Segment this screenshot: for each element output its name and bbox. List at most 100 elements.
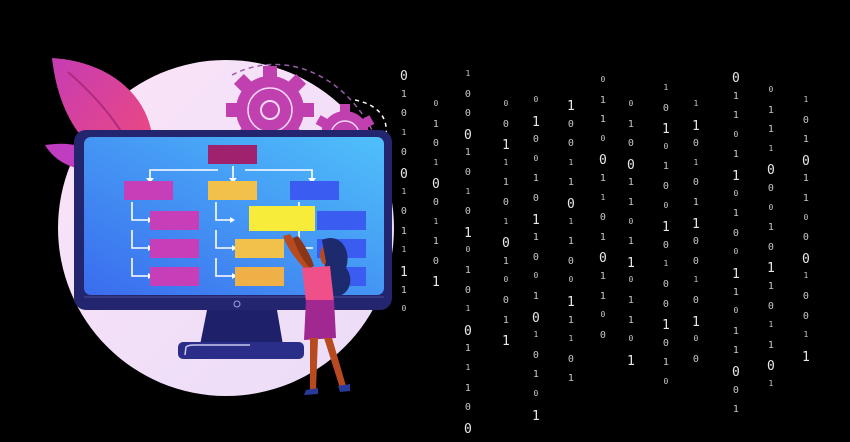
binary-digit: 0 [802,232,809,244]
binary-digit: 1 [767,280,774,292]
binary-digit: 0 [599,212,606,224]
binary-digit: 0 [692,294,699,306]
flowchart-node [150,267,199,286]
binary-digit: 1 [767,261,775,277]
binary-digit: 1 [433,157,439,167]
binary-digit: 1 [732,208,739,220]
binary-digit: 1 [502,255,509,267]
binary-digit: 0 [599,251,607,267]
binary-digit: 0 [464,166,471,178]
binary-digit: 0 [600,133,606,143]
flowchart-node [317,211,366,230]
binary-digit: 1 [732,345,739,357]
flowchart-node-right-header [290,181,339,200]
binary-digit: 0 [628,216,634,226]
binary-digit: 0 [568,275,574,285]
binary-digit: 1 [567,314,574,326]
binary-digit: 1 [599,290,606,302]
binary-digit: 1 [599,270,606,282]
binary-digit: 0 [464,402,471,414]
binary-digit: 1 [662,122,670,138]
binary-digit: 1 [464,343,471,355]
binary-digit: 0 [732,364,740,380]
binary-digit: 0 [600,310,606,320]
binary-digit: 0 [732,71,740,86]
binary-digit: 1 [693,157,699,167]
binary-digit: 1 [627,353,635,369]
binary-digit: 1 [533,330,539,340]
binary-digit: 1 [768,378,774,388]
binary-digit: 1 [567,294,575,310]
binary-digit: 0 [532,349,539,361]
binary-digit: 0 [464,284,471,296]
flowchart-node-center-header [208,181,257,200]
binary-digit: 0 [692,236,699,248]
binary-digit: 0 [400,147,407,159]
binary-digit: 1 [465,362,471,372]
binary-digit: 1 [568,157,574,167]
binary-digit: 0 [432,177,440,193]
binary-digit: 0 [662,239,669,251]
binary-digit: 1 [567,99,575,114]
flowchart-node [150,211,199,230]
binary-digit: 0 [802,153,810,169]
power-button-icon [233,300,241,308]
binary-digit: 1 [502,314,509,326]
binary-digit: 1 [692,314,700,330]
binary-digit: 1 [464,147,471,159]
flowchart-node [235,267,284,286]
binary-digit: 0 [503,99,509,108]
binary-digit: 0 [663,376,669,386]
binary-digit: 0 [401,304,407,314]
binary-digit: 1 [627,177,634,189]
binary-digit: 1 [465,304,471,314]
binary-digit: 0 [802,290,809,302]
binary-digit: 1 [663,83,669,92]
binary-digit: 1 [401,127,407,137]
binary-digit: 1 [732,149,739,161]
binary-digit: 0 [567,196,575,212]
binary-digit: 1 [802,173,809,185]
binary-digit: 1 [464,264,471,276]
binary-digit: 0 [400,166,408,182]
binary-digit: 1 [401,186,407,196]
binary-digit: 1 [600,192,606,202]
binary-digit: 0 [599,329,606,341]
flowchart-node [235,239,284,258]
binary-digit: 1 [464,382,471,394]
binary-digit: 1 [464,225,472,241]
binary-digit: 1 [400,264,408,280]
binary-digit: 0 [532,192,539,204]
binary-digit: 1 [599,94,606,106]
binary-digit: 1 [627,196,634,208]
binary-digit: 1 [568,216,574,226]
person-figure [283,234,351,395]
binary-digit: 0 [533,95,539,104]
binary-digit: 1 [599,114,606,126]
binary-digit: 1 [599,231,606,243]
binary-digit: 0 [432,138,439,150]
flowchart-node [150,239,199,258]
binary-code-rain: 0 1 0 1 0 0 1 0 1 1 1 1 0 0 1 0 1 0 0 1 1 0 1 1 0 0 0 1 0 1 0 1 0 1 0 1 0 1 1 1… [392,56,822,436]
binary-digit: 1 [567,373,574,385]
binary-digit: 1 [432,118,439,130]
binary-digit: 1 [732,266,740,282]
binary-digit: 0 [432,196,439,208]
binary-digit: 1 [432,275,440,291]
binary-digit: 1 [692,118,700,134]
binary-digit: 0 [662,298,669,310]
binary-digit: 0 [628,99,634,108]
binary-digit: 0 [768,85,774,94]
binary-digit: 1 [502,334,510,350]
binary-digit: 1 [627,118,634,130]
binary-digit: 0 [400,206,407,218]
binary-digit: 0 [767,182,774,194]
binary-digit: 1 [732,90,739,102]
